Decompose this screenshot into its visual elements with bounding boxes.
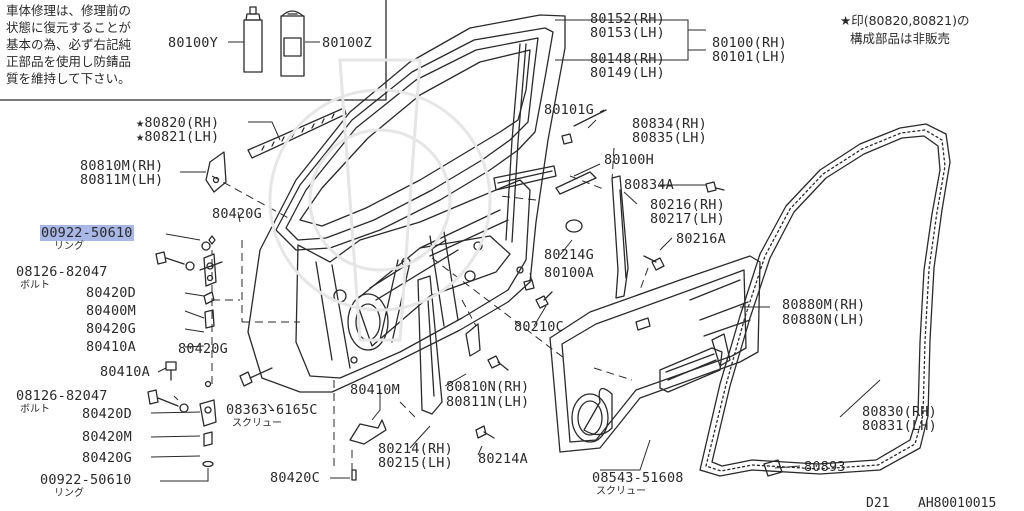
label-80100z[interactable]: 80100Z: [322, 35, 372, 51]
label-80420g-a[interactable]: 80420G: [212, 206, 262, 222]
label-80152[interactable]: 80152(RH): [590, 11, 665, 27]
label-80880m[interactable]: 80880M(RH): [782, 297, 866, 313]
label-80420m[interactable]: 80420M: [82, 429, 132, 445]
mirror-bracket-front: [205, 151, 227, 193]
label-80893[interactable]: 80893: [804, 459, 846, 475]
screw-80214a-icon: [475, 425, 495, 439]
door-check-link: [349, 419, 387, 445]
label-80811m[interactable]: 80811M(LH): [80, 172, 164, 188]
highlighted-part-number[interactable]: 00922-50610: [40, 225, 134, 241]
spray-can-icon: [280, 10, 305, 77]
ring-label-top: リング: [54, 241, 84, 252]
repair-notice: 車体修理は、修理前の 状態に復元することが 基本の為、必ず右記純 正部品を使用し…: [6, 2, 131, 87]
label-80420g-b[interactable]: 80420G: [86, 321, 136, 337]
screw-80834a-icon: [705, 181, 725, 193]
label-00922-top[interactable]: 00922-50610: [40, 225, 134, 241]
label-00922-bot[interactable]: 00922-50610: [40, 472, 132, 488]
lower-hinge-icon: [199, 380, 217, 468]
front-sash-channel: [417, 275, 443, 415]
screw-80210c-icon: [535, 291, 553, 309]
model-code: D21: [866, 496, 890, 511]
label-80216[interactable]: 80216(RH): [650, 197, 725, 213]
label-80831[interactable]: 80831(LH): [862, 418, 937, 434]
label-08126-top[interactable]: 08126-82047: [16, 264, 108, 280]
label-80214-rh[interactable]: 80214(RH): [378, 441, 453, 457]
label-08363[interactable]: 08363-6165C: [226, 402, 318, 418]
screw-label-a: スクリュー: [232, 418, 282, 429]
mirror-bracket-rear: [465, 323, 481, 357]
label-80420g-d[interactable]: 80420G: [82, 450, 132, 466]
label-80821[interactable]: ★80821(LH): [136, 129, 220, 145]
star-note: ★印(80820,80821)の 構成部品は非販売: [840, 12, 969, 48]
watermark-emblem-icon: [268, 58, 492, 342]
label-80811n[interactable]: 80811N(LH): [446, 394, 530, 410]
door-trim-panel: [549, 255, 761, 453]
label-80830[interactable]: 80830(RH): [862, 404, 937, 420]
screw-08363-icon: [239, 367, 273, 387]
screw-80810n-icon: [487, 355, 509, 371]
label-80810m[interactable]: 80810M(RH): [80, 158, 164, 174]
screw-80216a-icon: [643, 255, 665, 271]
rear-sash-channel: [611, 175, 629, 299]
label-80214g[interactable]: 80214G: [544, 247, 594, 263]
star-note-line-1: ★印(80820,80821)の: [840, 13, 970, 28]
ring-label-bot: リング: [54, 488, 84, 499]
label-80210c[interactable]: 80210C: [514, 319, 564, 335]
label-80100a[interactable]: 80100A: [544, 265, 594, 281]
label-80880n[interactable]: 80880N(LH): [782, 312, 866, 328]
label-08543[interactable]: 08543-51608: [592, 470, 684, 486]
label-80100y[interactable]: 80100Y: [168, 35, 218, 51]
armrest-pocket: [583, 387, 613, 436]
upper-hinge-icon: [199, 235, 223, 329]
weatherstrip-outer: [247, 107, 347, 159]
label-80216a[interactable]: 80216A: [676, 231, 726, 247]
label-80101-lh[interactable]: 80101(LH): [712, 49, 787, 65]
label-80420g-c[interactable]: 80420G: [178, 341, 228, 357]
weatherstrip-clip: [763, 459, 783, 477]
label-80214a[interactable]: 80214A: [478, 451, 528, 467]
label-80100h[interactable]: 80100H: [604, 152, 654, 168]
label-80820[interactable]: ★80820(RH): [136, 115, 220, 131]
label-80410m[interactable]: 80410M: [350, 382, 400, 398]
label-80153[interactable]: 80153(LH): [590, 25, 665, 41]
label-80420c[interactable]: 80420C: [270, 470, 320, 486]
label-80400m[interactable]: 80400M: [86, 303, 136, 319]
label-80148[interactable]: 80148(RH): [590, 51, 665, 67]
notice-box-frame: [0, 0, 387, 101]
diagram-code: AH80010015: [918, 496, 997, 511]
screw-label-b: スクリュー: [596, 486, 646, 497]
bolt-08126-bot-icon: [147, 389, 189, 413]
glass-run-80834: [573, 109, 607, 127]
star-note-line-2: 構成部品は非販売: [850, 31, 951, 46]
bolt-label-top: ボルト: [20, 280, 50, 291]
bolt-08126-top-icon: [155, 251, 195, 271]
label-80834[interactable]: 80834(RH): [632, 116, 707, 132]
bolt-label-bot: ボルト: [20, 404, 50, 415]
door-weatherstrip: [699, 123, 951, 477]
label-80101g[interactable]: 80101G: [544, 102, 594, 118]
door-window-frame: [275, 27, 554, 251]
notice-line-1: 車体修理は、修理前の: [6, 3, 132, 18]
label-80410a-b[interactable]: 80410A: [100, 364, 150, 380]
notice-line-2: 状態に復元することが: [6, 20, 132, 35]
label-08126-bot[interactable]: 08126-82047: [16, 388, 108, 404]
label-80810n[interactable]: 80810N(RH): [446, 379, 530, 395]
label-80215-lh[interactable]: 80215(LH): [378, 455, 453, 471]
notice-line-4: 正部品を使用し防錆品: [6, 54, 132, 69]
label-80835[interactable]: 80835(LH): [632, 130, 707, 146]
belt-molding-inner: [493, 165, 557, 191]
touch-up-bottle-icon: [243, 6, 263, 73]
label-80149[interactable]: 80149(LH): [590, 65, 665, 81]
label-80834a[interactable]: 80834A: [624, 177, 674, 193]
label-80217[interactable]: 80217(LH): [650, 211, 725, 227]
notice-line-3: 基本の為、必ず右記純: [6, 37, 132, 52]
notice-line-5: 質を維持して下さい。: [6, 71, 131, 86]
label-80100-rh[interactable]: 80100(RH): [712, 35, 787, 51]
label-80410a-a[interactable]: 80410A: [86, 339, 136, 355]
label-80420d-a[interactable]: 80420D: [86, 285, 136, 301]
label-80420d-b[interactable]: 80420D: [82, 406, 132, 422]
door-outer-panel: [247, 14, 566, 393]
